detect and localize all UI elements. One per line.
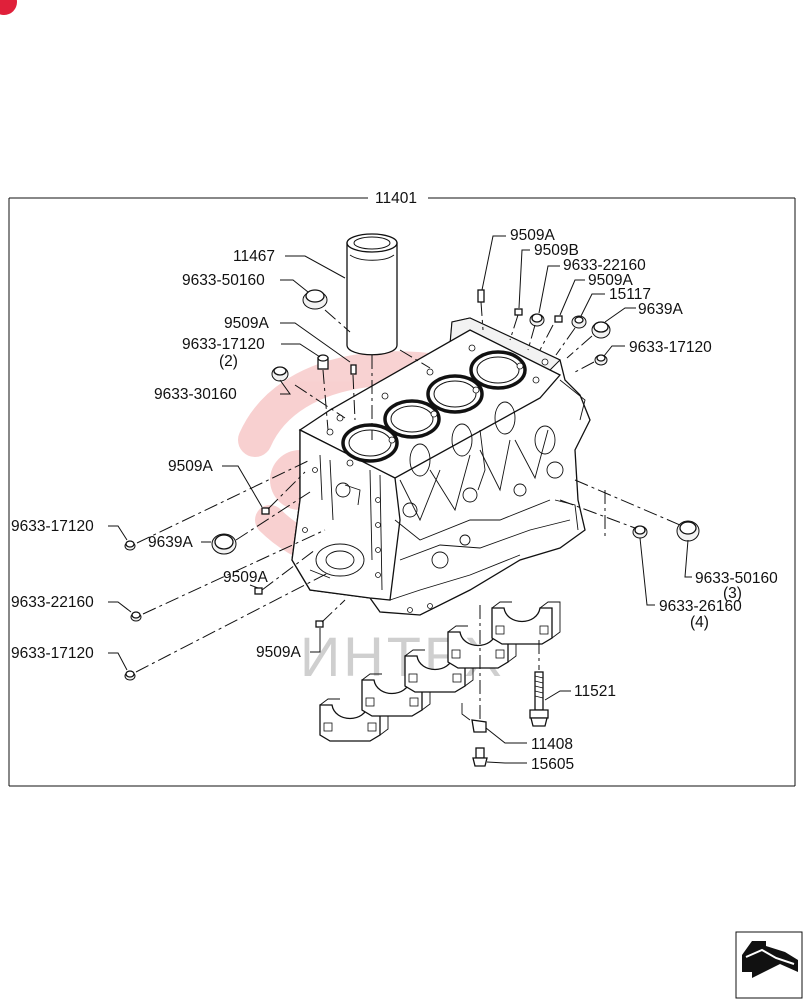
callout-15605: 15605 [531,756,574,773]
callout-15117: 15117 [609,286,651,303]
callout-9633-17120: 9633-17120 [11,518,94,535]
callout-9633-50160: 9633-50160 [695,570,778,587]
callout-9633-17120: 9633-17120 [11,645,94,662]
bearing-bolt [529,671,549,727]
callout-9509a: 9509A [256,644,301,661]
callout-9633-22160: 9633-22160 [11,594,94,611]
bearing-caps [319,601,561,742]
callout-quantity: (4) [690,614,709,631]
engine-block [291,317,591,616]
assembly-number: 11401 [375,190,417,207]
callout-9639a: 9639A [638,301,683,318]
callout-9633-22160: 9633-22160 [563,257,646,274]
center-lines [135,301,681,720]
oil-jet [461,703,488,767]
callout-11521: 11521 [574,683,616,700]
callout-11408: 11408 [531,736,573,753]
callout-9509a: 9509A [588,272,633,289]
callout-9509a: 9509A [510,227,555,244]
callout-9509a: 9509A [223,569,268,586]
callout-9633-30160: 9633-30160 [154,386,237,403]
callout-9509a: 9509A [168,458,213,475]
callout-quantity: (2) [219,353,238,370]
leader-lines [108,235,692,764]
callout-9509b: 9509B [534,242,579,259]
cylinder-liner [346,233,398,356]
callout-labels: 11467 9633-50160 9509A 9633-17120 (2) 96… [11,227,778,773]
callout-quantity: (3) [723,585,742,602]
red-dot-icon [0,0,17,15]
arrow-back-icon[interactable] [735,931,803,999]
assembly-frame [8,197,796,787]
small-parts [124,289,700,681]
callout-11467: 11467 [233,248,275,265]
callout-9633-26160: 9633-26160 [659,598,742,615]
callout-9633-17120: 9633-17120 [629,339,712,356]
cylinder-bores [341,350,527,463]
callout-9509a: 9509A [224,315,269,332]
callout-9633-50160: 9633-50160 [182,272,265,289]
callout-9633-17120: 9633-17120 [182,336,265,353]
callout-9639a: 9639A [148,534,193,551]
